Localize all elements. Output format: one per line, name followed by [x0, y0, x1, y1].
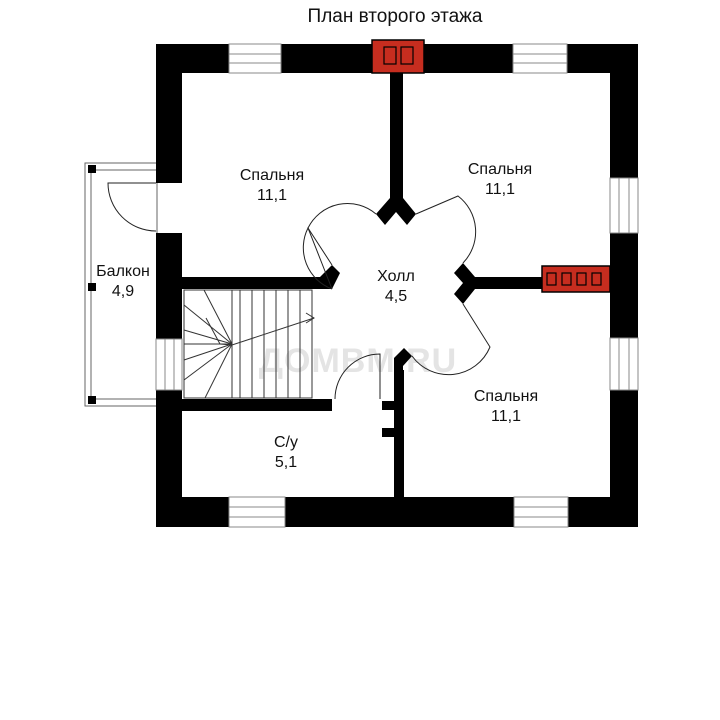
watermark: ДОМВМ.RU — [259, 342, 457, 380]
balcony-post — [88, 165, 96, 173]
room-name: Спальня — [240, 167, 304, 184]
room-area: 11,1 — [485, 181, 515, 198]
room-area: 5,1 — [275, 454, 297, 471]
windows — [155, 43, 639, 528]
doors — [107, 182, 491, 400]
room-labels: Спальня 11,1 Спальня 11,1 Холл 4,5 Спаль… — [96, 161, 538, 471]
room-area: 11,1 — [491, 408, 521, 425]
room-area: 4,5 — [385, 288, 407, 305]
room-name: Холл — [377, 268, 415, 285]
room-area: 4,9 — [112, 283, 134, 300]
room-area: 11,1 — [257, 187, 287, 204]
room-name: Спальня — [474, 388, 538, 405]
balcony-post — [88, 283, 96, 291]
interior-walls — [182, 73, 542, 497]
chimney-right — [541, 265, 611, 293]
room-name: С/у — [274, 434, 298, 451]
chimney-top — [371, 39, 425, 74]
plan-title: План второго этажа — [307, 6, 483, 27]
room-name: Балкон — [96, 263, 150, 280]
stairs — [183, 289, 315, 399]
balcony-post — [88, 396, 96, 404]
room-name: Спальня — [468, 161, 532, 178]
